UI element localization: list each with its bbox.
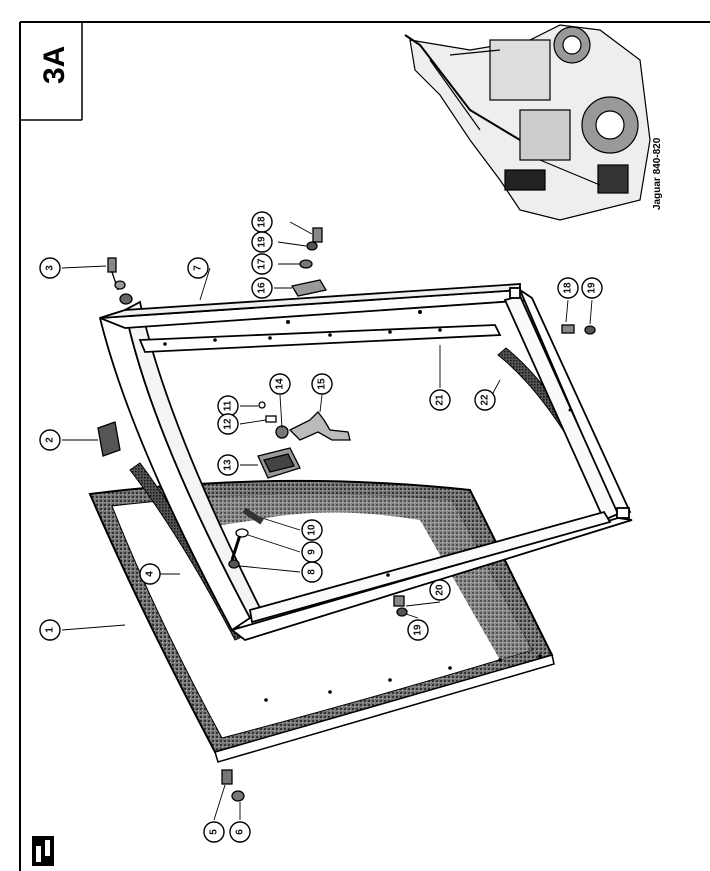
callout-number: 4 [145, 571, 156, 577]
callout-circle [407, 619, 429, 641]
callout-19: 19 [581, 277, 603, 299]
callout-circle [301, 519, 323, 541]
callout-15: 15 [311, 373, 333, 395]
callout-number: 3 [45, 265, 56, 271]
model-label: Jaguar 840-820 [652, 137, 663, 210]
callout-circle [311, 373, 333, 395]
callout-number: 14 [275, 378, 286, 390]
callout-16: 16 [251, 277, 273, 299]
callout-circle [429, 389, 451, 411]
callout-number: 2 [45, 437, 56, 443]
callout-12: 12 [217, 413, 239, 435]
callout-number: 19 [413, 624, 424, 636]
callout-circle [251, 231, 273, 253]
callout-21: 21 [429, 389, 451, 411]
callout-20: 20 [429, 579, 451, 601]
callout-number: 22 [480, 394, 491, 406]
callout-number: 20 [435, 584, 446, 596]
callout-4: 4 [139, 563, 161, 585]
callout-circle [429, 579, 451, 601]
callout-8: 8 [301, 561, 323, 583]
callout-11: 11 [217, 395, 239, 417]
callout-13: 13 [217, 454, 239, 476]
callout-number: 17 [257, 258, 268, 270]
callout-number: 19 [257, 236, 268, 248]
callout-circle [251, 253, 273, 275]
callout-circle [217, 454, 239, 476]
callout-number: 5 [209, 829, 220, 835]
callout-19: 19 [251, 231, 273, 253]
frame-holes [163, 310, 572, 702]
callout-number: 11 [223, 400, 234, 411]
harvester-thumbnail [404, 24, 651, 221]
callout-circle [187, 257, 209, 279]
callout-17: 17 [251, 253, 273, 275]
callout-9: 9 [301, 541, 323, 563]
claas-logo [32, 836, 54, 866]
callout-number: 18 [563, 282, 574, 294]
callout-number: 12 [223, 418, 234, 430]
callout-1: 1 [39, 619, 61, 641]
callout-circle [269, 373, 291, 395]
section-code: 3A [38, 46, 71, 84]
glass-pane [88, 479, 555, 763]
callout-2: 2 [39, 429, 61, 451]
hardware [97, 227, 596, 802]
callout-circle [39, 257, 61, 279]
callout-number: 13 [223, 459, 234, 471]
callout-number: 7 [193, 265, 204, 271]
callout-circle [229, 821, 251, 843]
callout-circle [39, 429, 61, 451]
callout-circle [139, 563, 161, 585]
callout-number: 9 [307, 549, 318, 555]
door-frame [98, 283, 633, 641]
callout-18: 18 [557, 277, 579, 299]
callout-number: 10 [307, 524, 318, 536]
callout-number: 15 [317, 378, 328, 390]
callout-7: 7 [187, 257, 209, 279]
callout-5: 5 [203, 821, 225, 843]
callout-circle [39, 619, 61, 641]
callout-circle [581, 277, 603, 299]
callout-circle [217, 413, 239, 435]
callout-circle [251, 277, 273, 299]
callout-circle [557, 277, 579, 299]
callout-number: 16 [257, 282, 268, 294]
callout-14: 14 [269, 373, 291, 395]
page-border [19, 21, 710, 871]
callout-3: 3 [39, 257, 61, 279]
callout-circle [203, 821, 225, 843]
callout-number: 8 [307, 569, 318, 575]
callout-22: 22 [474, 389, 496, 411]
callout-6: 6 [229, 821, 251, 843]
callout-19: 19 [407, 619, 429, 641]
callout-number: 19 [587, 282, 598, 294]
callout-circle [474, 389, 496, 411]
callout-10: 10 [301, 519, 323, 541]
callout-number: 18 [257, 216, 268, 228]
callout-number: 6 [235, 829, 246, 835]
callout-number: 1 [45, 627, 56, 633]
leader-lines [61, 221, 593, 821]
callout-circle [301, 541, 323, 563]
callout-18: 18 [251, 211, 273, 233]
callout-number: 21 [435, 394, 446, 406]
